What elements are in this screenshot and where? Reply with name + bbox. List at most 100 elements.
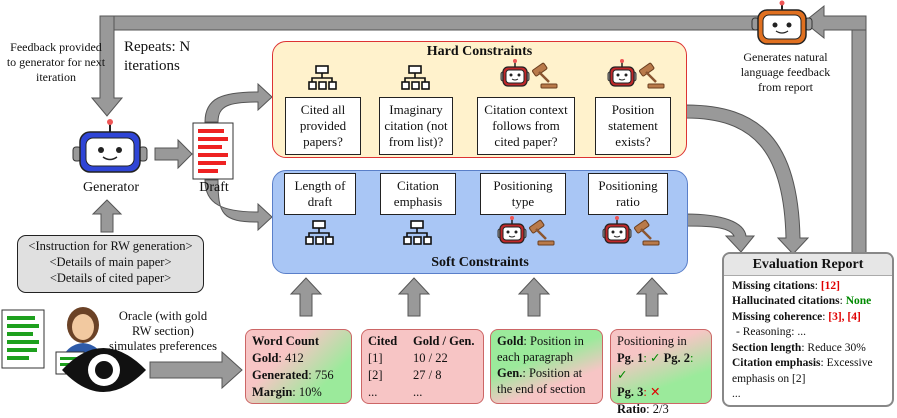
cited-row-key: [2] (368, 368, 383, 382)
word-count-title: Word Count (252, 334, 320, 348)
pref-citation-table: Cited Gold / Gen. [1] 10 / 22 [2] 27 / 8 ..… (361, 329, 484, 404)
draft-to-soft-arrow (204, 179, 273, 232)
coherence-key: Missing coherence (732, 310, 823, 323)
input-line-2: <Details of main paper> (49, 255, 172, 269)
soft-item-type: Positioning type (480, 173, 566, 215)
coherence-val: [3], [4] (828, 310, 861, 323)
soft-constraints-title: Soft Constraints (431, 255, 529, 270)
word-margin-val: : 10% (292, 385, 322, 399)
cited-header: Cited (368, 334, 398, 348)
loop-arrow-top (803, 4, 867, 40)
soft-item-text: Positioning ratio (598, 178, 658, 209)
soft-item-length: Length of draft (284, 173, 356, 215)
feedback-note: Feedback provided to generator for next … (6, 40, 106, 84)
pos-ratio-heading: Positioning in (617, 334, 687, 348)
soft-item-text: Citation emphasis (393, 178, 443, 209)
constraint-icons (305, 59, 665, 246)
input-to-gen-arrow (91, 199, 123, 233)
gen-to-draft-arrow (154, 138, 193, 170)
pos-gen-key: Gen. (497, 366, 523, 380)
hard-constraints-title: Hard Constraints (426, 44, 533, 59)
citation-emphasis-val: : Excessive emphasis on [2] (732, 357, 873, 385)
hierarchy-icon (308, 65, 337, 90)
section-length-val: : Reduce 30% (801, 341, 866, 354)
hierarchy-icon (401, 65, 430, 90)
pref3-up-arrow (517, 277, 551, 317)
hard-to-report-arrow (685, 104, 810, 255)
hard-item-cited-all: Cited all provided papers? (285, 97, 361, 155)
evaluation-report-title: Evaluation Report (724, 254, 892, 276)
pref-word-count: Word Count Gold: 412 Generated: 756 Marg… (245, 329, 352, 404)
hard-item-text: Position statement exists? (608, 102, 658, 149)
pref-positioning-type: Gold: Position in each paragraph Gen.: P… (490, 329, 603, 404)
word-gen-val: : 756 (308, 368, 334, 382)
soft-item-ratio: Positioning ratio (588, 173, 668, 215)
hard-item-text: Citation context follows from cited pape… (484, 102, 568, 149)
pref1-up-arrow (289, 277, 323, 317)
ratio-key: Ratio (617, 402, 647, 416)
evaluation-report: Evaluation Report Missing citations: [12… (722, 252, 894, 407)
pg2-check: : ✓ (617, 351, 694, 382)
report-ellipsis: ... (732, 388, 741, 400)
word-gold-val: : 412 (278, 351, 304, 365)
robot-judge-icon (497, 216, 555, 246)
robot-judge-icon (607, 59, 665, 89)
soft-item-emphasis: Citation emphasis (380, 173, 456, 215)
feedback-generator-text: Generates natural language feedback from… (740, 50, 831, 94)
gold-gen-header: Gold / Gen. (413, 334, 475, 348)
pos-gold-key: Gold (497, 334, 524, 348)
pref4-up-arrow (635, 277, 669, 317)
oracle-text: Oracle (with gold RW section) simulates … (109, 309, 217, 353)
word-gold-key: Gold (252, 351, 279, 365)
missing-citations-key: Missing citations (732, 279, 815, 292)
pg2-key: Pg. 2 (663, 351, 690, 365)
hallucinated-val: None (845, 295, 872, 307)
generator-robot-icon (72, 119, 148, 173)
pg3-key: Pg. 3 (617, 385, 644, 399)
hard-item-text: Cited all provided papers? (299, 102, 347, 149)
citation-emphasis-key: Citation emphasis (732, 357, 821, 369)
hard-item-context: Citation context follows from cited pape… (477, 97, 575, 155)
input-line-3: <Details of cited paper> (49, 271, 172, 285)
input-box: <Instruction for RW generation> <Details… (17, 235, 204, 293)
input-line-1: <Instruction for RW generation> (28, 239, 193, 253)
cited-row-key: ... (368, 385, 378, 399)
reasoning-line: - Reasoning: ... (736, 326, 806, 338)
hard-item-position: Position statement exists? (595, 97, 671, 155)
generator-label: Generator (83, 180, 139, 195)
loop-arrow-down (90, 15, 124, 117)
pos-gen-val: : Position at the end of section (497, 366, 586, 396)
word-gen-key: Generated (252, 368, 309, 382)
loop-label: Repeats: N iterations (124, 39, 191, 74)
soft-item-text: Length of draft (294, 178, 346, 209)
draft-document-icon (192, 122, 234, 180)
hard-item-text: Imaginary citation (not from list)? (384, 102, 448, 149)
hard-item-imaginary: Imaginary citation (not from list)? (379, 97, 453, 155)
hallucinated-key: Hallucinated citations (732, 295, 840, 307)
cited-row-val: ... (413, 385, 423, 399)
hierarchy-icon (403, 220, 432, 245)
robot-judge-icon (602, 216, 660, 246)
pref-positioning-ratio: Positioning in Pg. 1: ✓ Pg. 2: ✓ Pg. 3: … (610, 329, 712, 416)
hierarchy-icon (305, 220, 334, 245)
pg1-key: Pg. 1 (617, 351, 644, 365)
ratio-val: : 2/3 (646, 402, 669, 416)
word-margin-key: Margin (252, 385, 293, 399)
oracle-to-prefs-arrow (149, 350, 243, 390)
pos-gold-val: : Position in each paragraph (497, 334, 584, 364)
cited-row-key: [1] (368, 351, 383, 365)
robot-judge-icon (500, 59, 558, 89)
missing-citations-val: [12] (820, 279, 840, 292)
flow-arrows (1, 0, 867, 392)
eye-icon (62, 348, 146, 392)
cited-row-val: 27 / 8 (413, 368, 442, 382)
section-length-key: Section length (732, 341, 802, 354)
pg3-cross: : ✕ (643, 385, 661, 399)
gold-document-icon (1, 309, 45, 369)
feedback-robot-icon (751, 0, 813, 45)
soft-item-text: Positioning type (493, 178, 553, 209)
draft-label: Draft (199, 180, 229, 195)
cited-row-val: 10 / 22 (413, 351, 448, 365)
pref2-up-arrow (397, 277, 431, 317)
pg1-check: : ✓ (643, 351, 664, 365)
